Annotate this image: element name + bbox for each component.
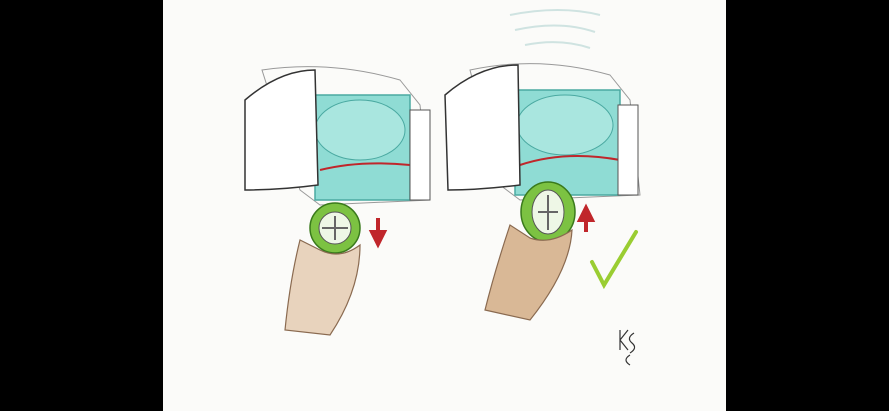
left-cap (309, 202, 361, 254)
left-hand (284, 239, 361, 336)
right-cap (520, 181, 576, 243)
signature-ks (619, 329, 636, 366)
right-hand (484, 224, 573, 321)
arrow-down-icon (368, 218, 388, 249)
arrow-up-icon (576, 203, 596, 232)
check-mark-icon (590, 230, 638, 290)
right-panel-fan-unit (444, 9, 641, 201)
left-panel-fan-unit (244, 66, 431, 206)
